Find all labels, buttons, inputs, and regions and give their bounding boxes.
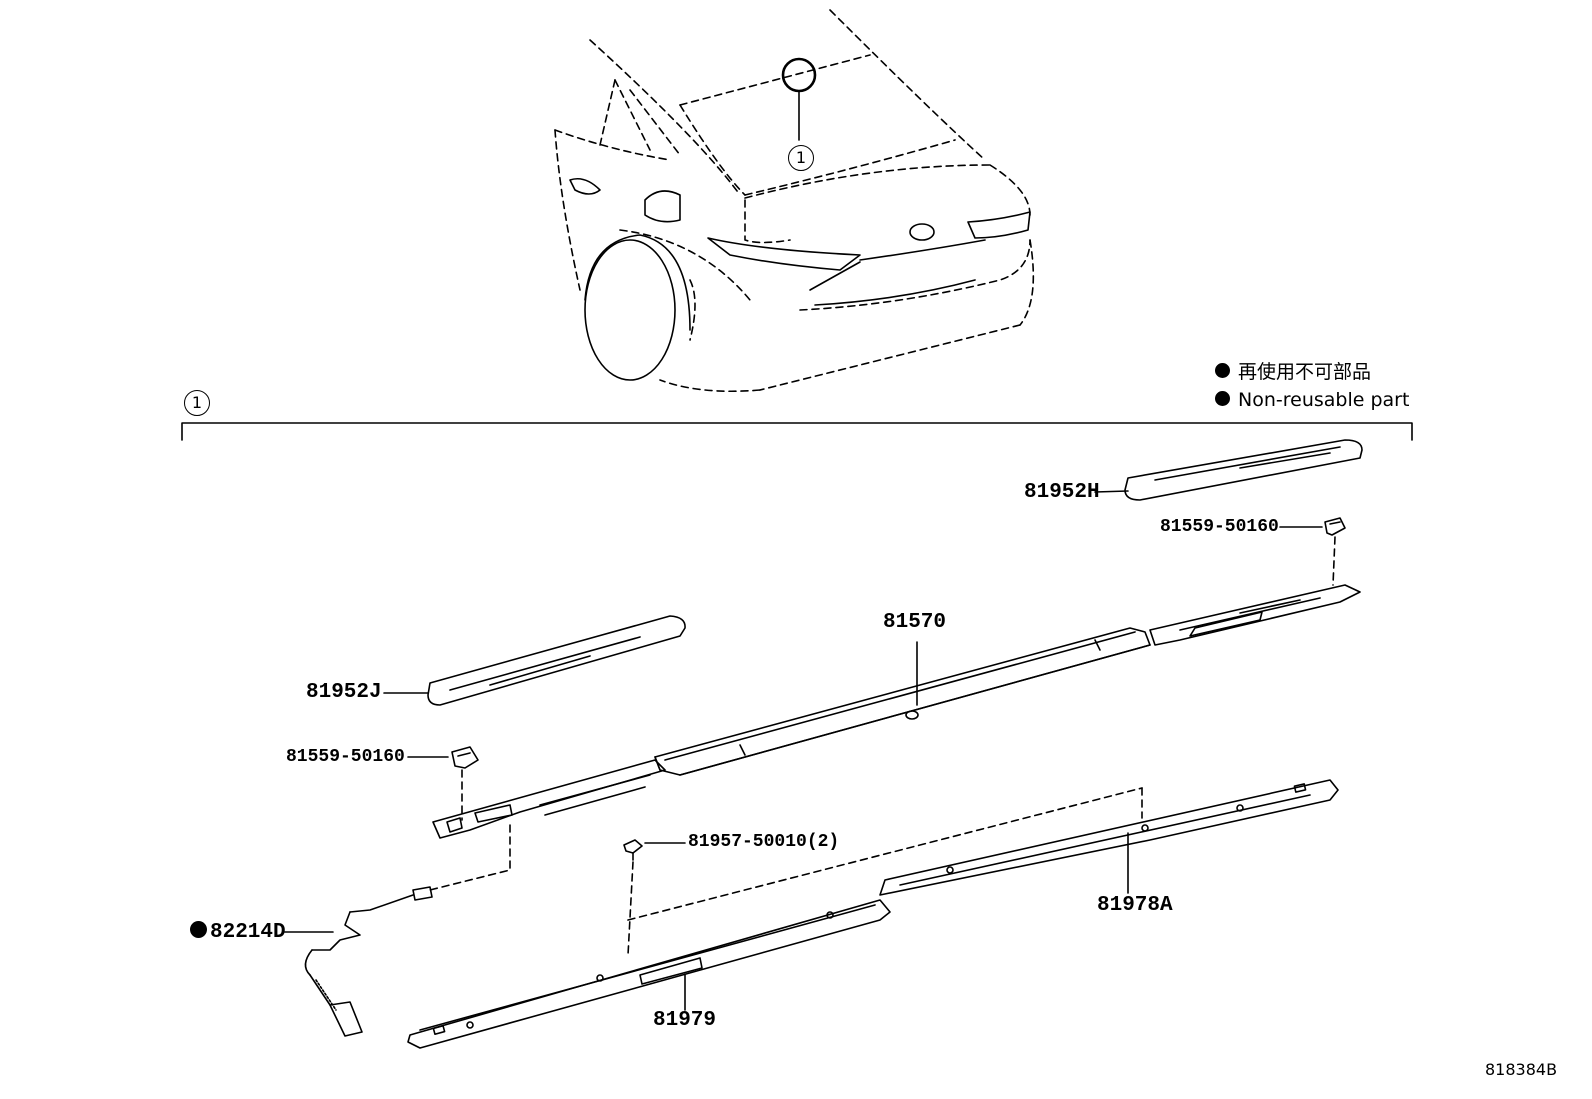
part-81559-top-shape xyxy=(1279,517,1346,586)
non-reusable-dot-icon xyxy=(190,920,207,938)
label-81570[interactable]: 81570 xyxy=(883,611,947,634)
non-reusable-dot-icon xyxy=(1215,391,1230,406)
label-81978A[interactable]: 81978A xyxy=(1097,894,1173,917)
part-81957-shape xyxy=(623,787,1143,956)
label-82214D[interactable]: 82214D xyxy=(190,920,286,944)
non-reusable-dot-icon xyxy=(1215,363,1230,378)
diagram-code: 818384B xyxy=(1485,1060,1558,1079)
part-81570-shape xyxy=(432,584,1361,839)
callout-number-bracket: 1 xyxy=(184,390,210,416)
legend-english-text: Non-reusable part xyxy=(1238,389,1410,411)
label-81952H[interactable]: 81952H xyxy=(1024,481,1100,504)
label-81979[interactable]: 81979 xyxy=(653,1009,717,1032)
car-illustration xyxy=(554,9,1035,393)
label-81559-top[interactable]: 81559-50160 xyxy=(1160,517,1279,537)
car-solid-details xyxy=(569,57,1031,381)
part-81952H-shape xyxy=(1094,439,1363,501)
label-81559-left[interactable]: 81559-50160 xyxy=(286,747,405,767)
group-bracket xyxy=(181,422,1413,441)
part-81559-left-shape xyxy=(407,746,479,821)
label-81952J[interactable]: 81952J xyxy=(306,681,382,704)
legend-english: Non-reusable part xyxy=(1215,391,1409,410)
label-82214D-text: 82214D xyxy=(210,921,286,944)
part-81979-shape xyxy=(407,899,891,1049)
part-81952J-shape xyxy=(383,615,686,706)
part-81978A-shape xyxy=(879,779,1339,896)
legend-japanese-text: 再使用不可部品 xyxy=(1238,361,1372,383)
callout-number-roof: 1 xyxy=(788,145,814,171)
legend-japanese: 再使用不可部品 xyxy=(1215,363,1371,382)
part-82214D-shape xyxy=(284,824,511,1037)
label-81957[interactable]: 81957-50010(2) xyxy=(688,832,840,852)
